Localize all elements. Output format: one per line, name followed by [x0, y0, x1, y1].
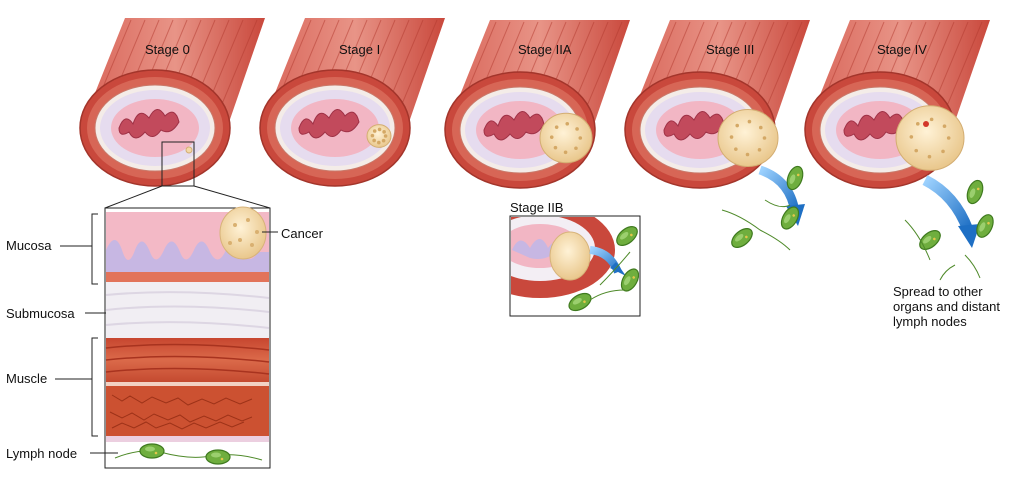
stage-iii-label: Stage III	[706, 42, 754, 57]
lymph-node-cell	[140, 444, 164, 458]
stage-iib-inset	[465, 202, 642, 316]
stage-iib-label: Stage IIB	[510, 200, 563, 215]
lymph-node-cell	[206, 450, 230, 464]
muscle-label: Muscle	[6, 371, 47, 386]
submucosa-label: Submucosa	[6, 306, 75, 321]
stage-i-label: Stage I	[339, 42, 380, 57]
zoom-line-right	[194, 186, 270, 208]
stage-iv-label: Stage IV	[877, 42, 927, 57]
stage-0-label: Stage 0	[145, 42, 190, 57]
zoom-line-left	[105, 186, 162, 208]
cancer-cells	[220, 207, 266, 259]
lymph-node-label: Lymph node	[6, 446, 77, 461]
cancer-label: Cancer	[281, 226, 323, 241]
wall-section	[105, 207, 270, 468]
mucosa-label: Mucosa	[6, 238, 52, 253]
tumor-mass	[718, 110, 778, 167]
tumor-mass	[896, 106, 964, 171]
stage-iia-label: Stage IIA	[518, 42, 571, 57]
spread-note: Spread to other organs and distant lymph…	[893, 284, 1013, 329]
tumor-mass	[186, 147, 192, 153]
tumor-mass	[540, 113, 592, 162]
